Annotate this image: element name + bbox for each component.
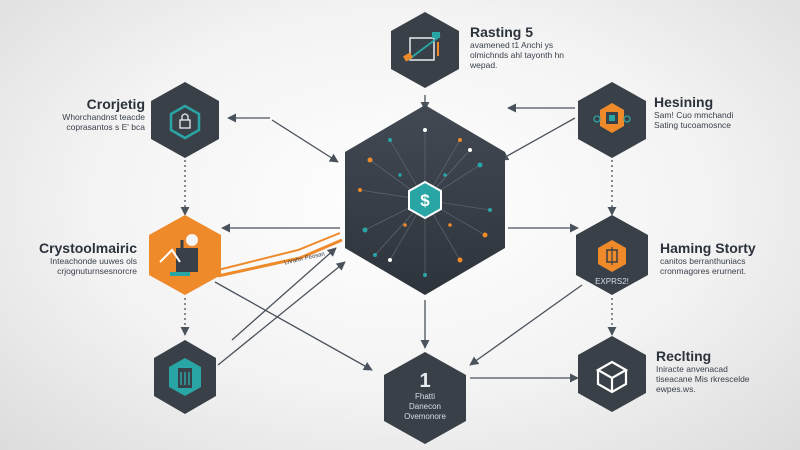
bottom-hex-line-3: Ovemonore	[404, 412, 446, 421]
label-top: Rasting 5 avamened t1 Anchi ys olmichnds…	[470, 24, 564, 70]
hex-left-top	[151, 82, 219, 158]
lock-icon	[169, 104, 201, 140]
right-mid-hex-caption-text: EXPRS2!	[595, 277, 629, 286]
bottom-hex-line-1: Fhatti	[414, 392, 435, 401]
right-mid-hex-caption: EXPRS2!	[586, 277, 638, 287]
coin-icon	[598, 240, 626, 272]
label-right-bottom-line-1: Iniracte anvenacad	[656, 364, 728, 374]
bottom-hex-number: 1	[419, 370, 431, 392]
label-left-top-title: Crorjetig	[86, 96, 145, 112]
hex-bottom-center	[384, 352, 466, 444]
label-left-mid-title: Crystoolmairic	[38, 240, 137, 256]
connector-leftmid-bottom	[214, 281, 373, 371]
label-right-top-line-1: Sam! Cuo mmchandi	[654, 110, 734, 120]
label-top-line-1: avamened t1 Anchi ys	[470, 40, 554, 50]
crane-icon-left	[159, 234, 198, 276]
network-nodes	[358, 128, 492, 277]
label-top-title: Rasting 5	[470, 24, 534, 40]
dollar-hex-badge	[408, 180, 442, 220]
label-right-mid-line-1: canitos berranthuniacs	[660, 256, 746, 266]
label-left-top-line-1: Whorchandnst teacde	[62, 112, 145, 122]
label-left-mid: Crystoolmairic Inteachonde uuwes ols crj…	[39, 240, 137, 276]
label-right-top-title: Hesining	[654, 94, 714, 110]
label-left-mid-line-2: crjognuturnsesnorcre	[57, 266, 137, 276]
bottom-hex-content: 1 Fhatti Danecon Ovemonore	[384, 370, 466, 422]
connector-leftbottom-center	[217, 261, 346, 366]
label-left-top-line-2: coprasantos s E' bca	[66, 122, 145, 132]
label-right-bottom-line-3: ewpes.ws.	[656, 384, 696, 394]
label-top-line-3: wepad.	[470, 60, 498, 70]
label-right-mid-title: Haming Storty	[660, 240, 756, 256]
hex-right-bottom	[578, 336, 646, 412]
label-right-top-line-2: Sating tucoamosnce	[654, 120, 732, 130]
server-icon	[169, 358, 201, 396]
orange-flow-arrows	[217, 232, 343, 278]
connector-leftbottom-arrow	[231, 247, 337, 341]
hex-right-top	[578, 82, 646, 158]
hex-top	[391, 12, 459, 88]
cube-icon	[595, 360, 629, 394]
label-right-bottom: Reclting Iniracte anvenacad tiseacane Mi…	[656, 348, 750, 394]
label-right-mid: Haming Storty canitos berranthuniacs cro…	[660, 240, 756, 276]
crane-icon	[403, 32, 441, 62]
central-hex	[345, 105, 505, 295]
dollar-icon: $	[420, 191, 430, 210]
shield-icon	[593, 103, 631, 133]
bottom-hex-line-2: Danecon	[408, 402, 442, 411]
label-right-top: Hesining Sam! Cuo mmchandi Sating tucoam…	[654, 94, 733, 130]
connector-rightmid-bottom	[469, 284, 583, 366]
label-left-mid-line-1: Inteachonde uuwes ols	[50, 256, 137, 266]
label-top-line-2: olmichnds ahl tayonth hn	[470, 50, 565, 60]
connector-lefttop-center	[271, 119, 339, 163]
label-right-mid-line-2: cronmagores erurnent.	[660, 266, 746, 276]
label-left-top: Crorjetig Whorchandnst teacde coprasanto…	[62, 96, 145, 132]
connector-righttop-center	[499, 117, 576, 161]
label-right-bottom-title: Reclting	[656, 348, 712, 364]
connector-lines	[180, 95, 617, 383]
hex-left-bottom	[154, 340, 216, 414]
label-right-bottom-line-2: tiseacane Mis rkrescelde	[656, 374, 750, 384]
hex-right-mid	[576, 215, 648, 295]
hex-left-mid	[149, 215, 221, 295]
